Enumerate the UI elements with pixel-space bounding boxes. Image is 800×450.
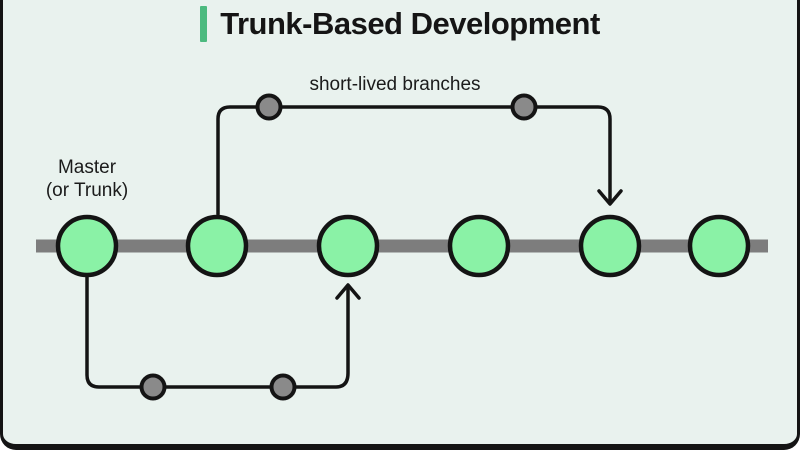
trunk-commit-node-2 xyxy=(185,214,249,278)
master-trunk-label-line1: Master xyxy=(57,157,117,178)
title-accent-bar xyxy=(200,6,208,42)
bottom-branch-line xyxy=(85,275,350,389)
trunk-diagram xyxy=(36,93,768,401)
trunk-commit-node-4 xyxy=(447,214,511,278)
top-branch-arrowhead-icon xyxy=(597,189,623,206)
trunk-commit-node-5 xyxy=(578,214,642,278)
bottom-branch-commit-dot-1 xyxy=(139,373,167,401)
title-text: Trunk-Based Development xyxy=(220,6,600,42)
bottom-branch-commit-dot-2 xyxy=(269,373,297,401)
short-lived-branches-label: short-lived branches xyxy=(309,74,481,95)
master-trunk-label: Master (or Trunk) xyxy=(17,156,157,202)
top-branch-commit-dot-1 xyxy=(255,93,283,121)
trunk-commit-node-3 xyxy=(316,214,380,278)
top-branch-line xyxy=(216,105,612,216)
page-title: Trunk-Based Development xyxy=(3,6,797,42)
top-branch-commit-dot-2 xyxy=(510,93,538,121)
master-trunk-label-line2: (or Trunk) xyxy=(45,180,129,201)
bottom-branch-arrowhead-icon xyxy=(335,283,361,300)
trunk-commit-node-1 xyxy=(55,214,119,278)
trunk-commit-node-6 xyxy=(687,214,751,278)
